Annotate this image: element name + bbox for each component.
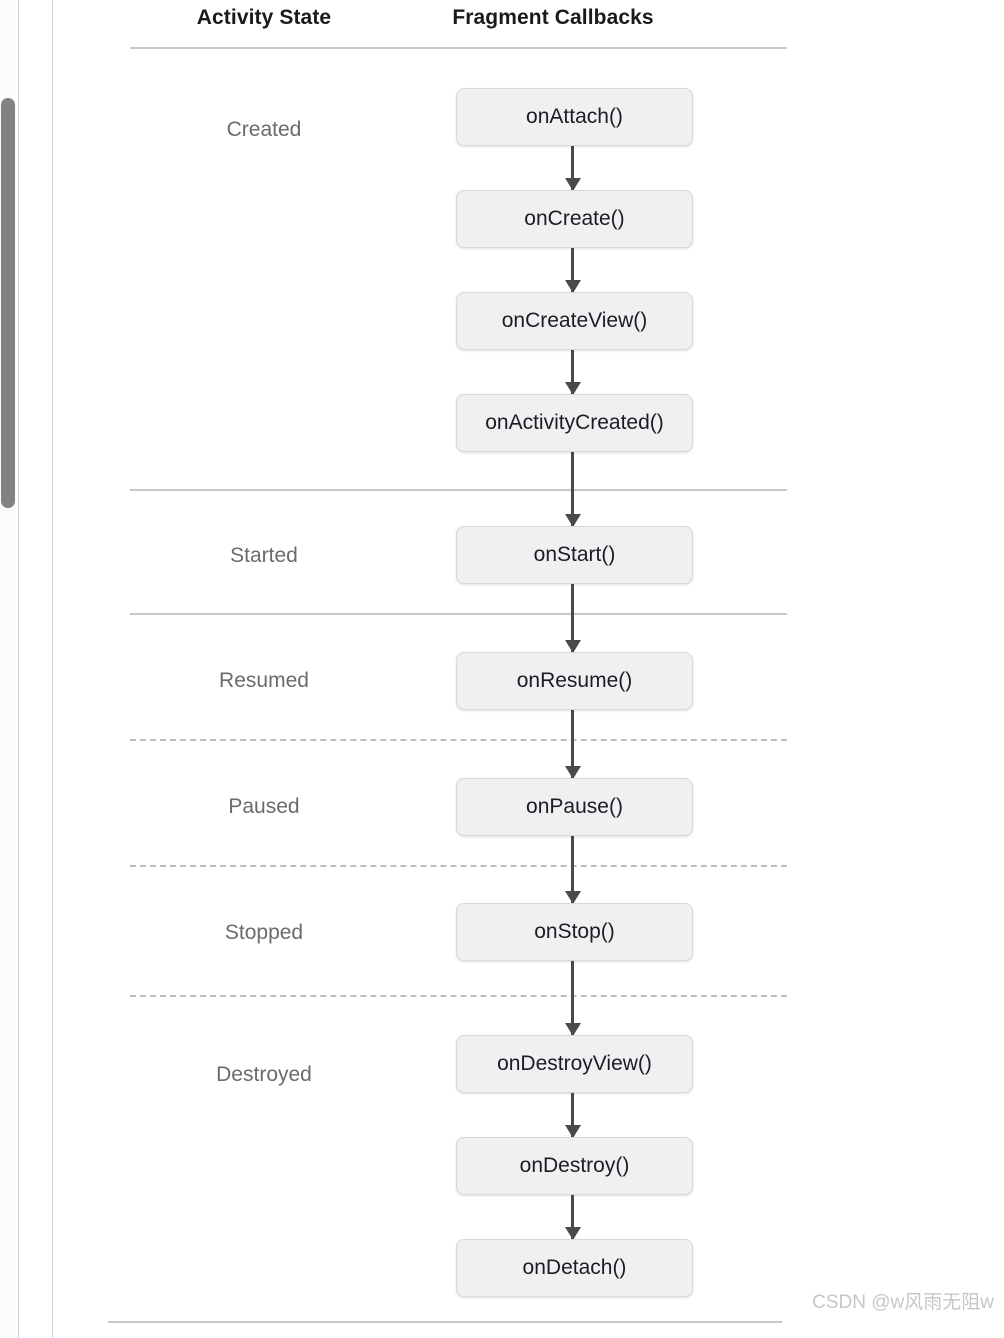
arrow-connector-4	[571, 584, 574, 652]
bottom-separator	[108, 1321, 782, 1323]
callback-box-on-detach[interactable]: onDetach()	[456, 1239, 693, 1297]
arrow-connector-3	[571, 452, 574, 526]
callback-box-on-resume[interactable]: onResume()	[456, 652, 693, 710]
column-header-fragment-callbacks: Fragment Callbacks	[452, 6, 654, 29]
arrow-connector-1	[571, 248, 574, 292]
callback-box-on-activity-created[interactable]: onActivityCreated()	[456, 394, 693, 452]
separator-solid-1	[130, 489, 787, 491]
arrow-connector-5	[571, 710, 574, 778]
arrow-connector-6	[571, 836, 574, 903]
fragment-lifecycle-diagram: Activity State Fragment Callbacks Create…	[53, 0, 1004, 1338]
state-label-destroyed: Destroyed	[216, 1063, 312, 1086]
callback-box-on-pause[interactable]: onPause()	[456, 778, 693, 836]
state-label-paused: Paused	[228, 795, 300, 818]
separator-solid-0	[130, 47, 787, 49]
left-gutter-inner	[18, 0, 49, 1338]
arrow-connector-2	[571, 350, 574, 394]
vertical-scrollbar-track[interactable]	[0, 40, 16, 1338]
gutter-rule-left	[18, 0, 19, 1338]
gutter-rule-right	[52, 0, 53, 1338]
callback-box-on-create-view[interactable]: onCreateView()	[456, 292, 693, 350]
callback-box-on-create[interactable]: onCreate()	[456, 190, 693, 248]
arrow-connector-9	[571, 1195, 574, 1239]
state-label-stopped: Stopped	[224, 921, 304, 944]
separator-solid-2	[130, 613, 787, 615]
callback-box-on-stop[interactable]: onStop()	[456, 903, 693, 961]
vertical-scrollbar-thumb[interactable]	[1, 98, 15, 508]
callback-box-on-destroy[interactable]: onDestroy()	[456, 1137, 693, 1195]
callback-box-on-destroy-view[interactable]: onDestroyView()	[456, 1035, 693, 1093]
callback-box-on-start[interactable]: onStart()	[456, 526, 693, 584]
state-label-resumed: Resumed	[219, 669, 309, 692]
arrow-connector-8	[571, 1093, 574, 1137]
callback-box-on-attach[interactable]: onAttach()	[456, 88, 693, 146]
state-label-started: Started	[230, 544, 298, 567]
separator-dashed-4	[130, 865, 787, 867]
watermark-text: CSDN @w风雨无阻w	[812, 1292, 994, 1313]
separator-dashed-5	[130, 995, 787, 997]
arrow-connector-0	[571, 146, 574, 190]
state-label-created: Created	[226, 118, 302, 141]
separator-dashed-3	[130, 739, 787, 741]
arrow-connector-7	[571, 961, 574, 1035]
column-header-activity-state: Activity State	[196, 6, 332, 29]
